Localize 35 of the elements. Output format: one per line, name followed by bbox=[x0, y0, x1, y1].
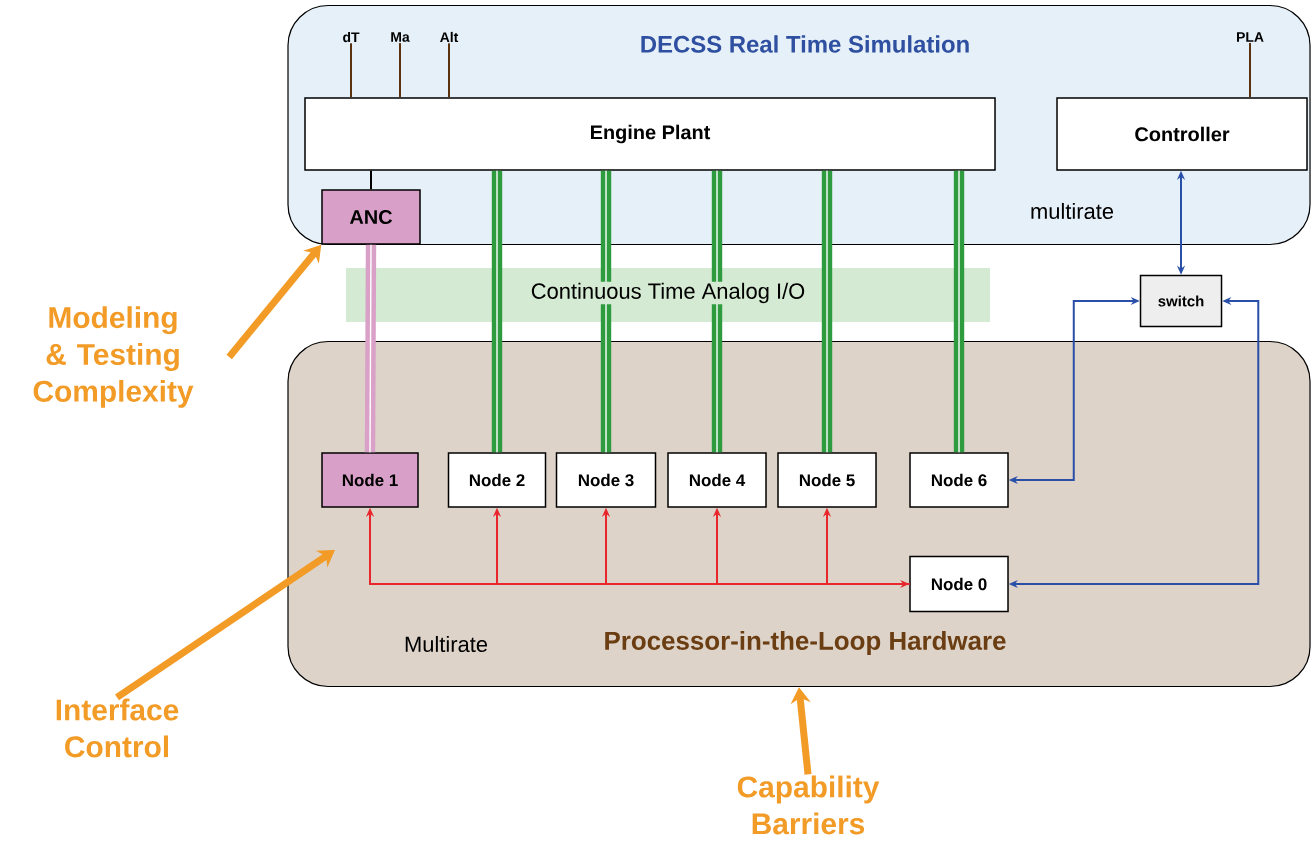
connector-line bbox=[1249, 42, 1251, 99]
controller-box: Controller bbox=[1056, 97, 1308, 171]
bus-line bbox=[364, 244, 377, 453]
connector-line bbox=[370, 169, 372, 191]
rate-label: multirate bbox=[1031, 202, 1114, 220]
bus-line bbox=[821, 170, 833, 453]
signal-label: Alt bbox=[440, 31, 459, 43]
band-label: Continuous Time Analog I/O bbox=[529, 281, 807, 305]
node-box: Node 0 bbox=[909, 555, 1009, 613]
callout-text: Modeling & Testing Complexity bbox=[33, 306, 194, 408]
node-box: Node 4 bbox=[667, 452, 767, 508]
signal-label: PLA bbox=[1237, 32, 1264, 42]
panel-title: DECSS Real Time Simulation bbox=[641, 35, 969, 53]
signal-label: Ma bbox=[391, 32, 410, 42]
anc-box: ANC bbox=[321, 189, 421, 245]
rate-label: Multirate bbox=[405, 635, 488, 653]
bus-line bbox=[953, 170, 965, 453]
bus-line bbox=[600, 170, 612, 453]
node-box: Node 1 bbox=[321, 452, 419, 508]
connector-line bbox=[350, 42, 352, 99]
bus-line bbox=[491, 170, 503, 453]
switch-box: switch bbox=[1139, 274, 1223, 328]
node-box: Node 5 bbox=[777, 452, 877, 508]
node-box: Node 3 bbox=[555, 452, 657, 508]
callout-text: Interface Control bbox=[56, 698, 179, 758]
node-box: Node 6 bbox=[909, 452, 1009, 508]
plant-box: Engine Plant bbox=[304, 97, 996, 171]
callout-text: Capability Barriers bbox=[737, 775, 880, 835]
connector-line bbox=[448, 42, 450, 99]
node-box: Node 2 bbox=[447, 452, 547, 508]
signal-label: dT bbox=[343, 31, 360, 43]
bus-line bbox=[711, 170, 723, 453]
panel-title: Processor-in-the-Loop Hardware bbox=[605, 630, 1006, 656]
connector-line bbox=[399, 42, 401, 99]
callout-arrow bbox=[115, 550, 335, 701]
